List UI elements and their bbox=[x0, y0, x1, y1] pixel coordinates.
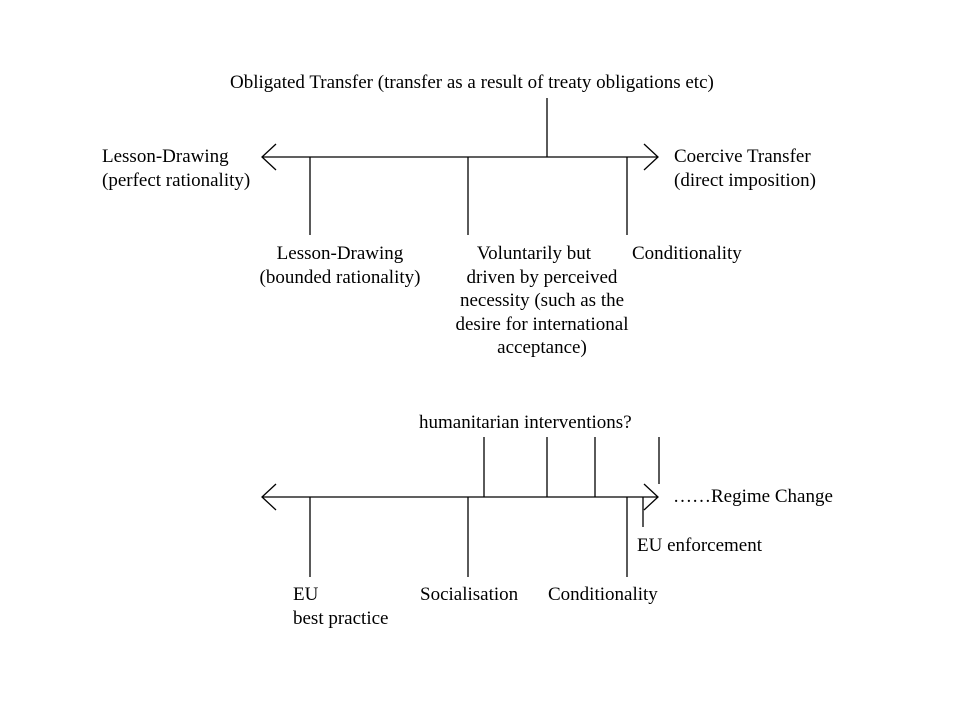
coercive-transfer-label: Coercive Transfer (direct imposition) bbox=[674, 146, 816, 191]
humanitarian-interventions-label: humanitarian interventions? bbox=[419, 412, 632, 433]
lesson-drawing-bounded-label: Lesson-Drawing (bounded rationality) bbox=[259, 243, 421, 288]
bottom-conditionality-label: Conditionality bbox=[548, 584, 658, 605]
top-left-arrowhead bbox=[261, 143, 277, 171]
top-conditionality-label: Conditionality bbox=[632, 243, 742, 264]
eu-enforcement-label: EU enforcement bbox=[637, 535, 763, 556]
bottom-left-arrowhead bbox=[261, 483, 277, 511]
obligated-transfer-label: Obligated Transfer (transfer as a result… bbox=[230, 72, 714, 93]
bottom-right-arrowhead bbox=[643, 483, 659, 511]
eu-best-practice-label: EU best practice bbox=[293, 584, 389, 629]
regime-change-label: ……Regime Change bbox=[673, 486, 833, 507]
voluntarily-label: Voluntarily but driven by perceived nece… bbox=[455, 243, 629, 358]
lesson-drawing-perfect-label: Lesson-Drawing (perfect rationality) bbox=[102, 146, 251, 191]
socialisation-label: Socialisation bbox=[420, 584, 519, 605]
top-right-arrowhead bbox=[643, 143, 659, 171]
